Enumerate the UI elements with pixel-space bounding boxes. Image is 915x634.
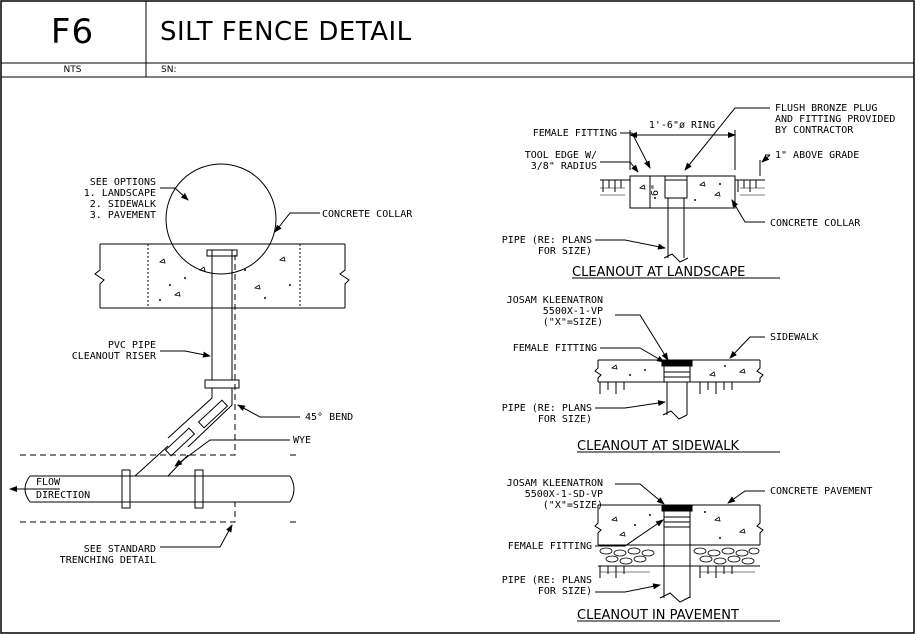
ring-dimension-label: 1'-6"ø RING — [649, 120, 715, 131]
plug-label-2: AND FITTING PROVIDED — [775, 114, 895, 125]
sidewalk-detail-labels: JOSAM KLEENATRON 5500X-1-VP ("X"=SIZE) F… — [502, 295, 818, 454]
see-options-line-3: 2. SIDEWALK — [90, 199, 156, 210]
sidewalk-title: CLEANOUT AT SIDEWALK — [577, 439, 740, 454]
sidewalk-cleanout-detail — [577, 314, 780, 453]
wye-label: WYE — [293, 435, 311, 446]
plug-label-1: FLUSH BRONZE PLUG — [775, 103, 877, 114]
pavement-josam-label-1: JOSAM KLEENATRON — [507, 478, 603, 489]
concrete-collar-label: CONCRETE COLLAR — [322, 209, 413, 220]
pavement-josam-label-2: 5500X-1-SD-VP — [525, 489, 603, 500]
detail-title: SILT FENCE DETAIL — [160, 17, 412, 47]
landscape-title: CLEANOUT AT LANDSCAPE — [572, 265, 745, 280]
sidewalk-pipe-label-2: FOR SIZE) — [538, 414, 592, 425]
cleanout-riser-label: CLEANOUT RISER — [72, 351, 157, 362]
sidewalk-josam-label-3: ("X"=SIZE) — [543, 317, 603, 328]
pvc-pipe-label: PVC PIPE — [108, 340, 156, 351]
left-cleanout-detail — [9, 163, 350, 548]
pavement-cleanout-detail — [577, 483, 780, 622]
see-options-line-4: 3. PAVEMENT — [90, 210, 156, 221]
sidewalk-pipe-label-1: PIPE (RE: PLANS — [502, 403, 592, 414]
tool-edge-label-2: 3/8" RADIUS — [531, 161, 597, 172]
pavement-detail-labels: JOSAM KLEENATRON 5500X-1-SD-VP ("X"=SIZE… — [502, 478, 873, 623]
tool-edge-label-1: TOOL EDGE W/ — [525, 150, 597, 161]
pavement-female-fitting-label: FEMALE FITTING — [508, 541, 592, 552]
pavement-title: CLEANOUT IN PAVEMENT — [577, 608, 739, 623]
left-detail-labels: SEE OPTIONS 1. LANDSCAPE 2. SIDEWALK 3. … — [36, 177, 413, 566]
depth-label: 6" — [650, 184, 661, 196]
see-options-line-2: 1. LANDSCAPE — [84, 188, 156, 199]
landscape-concrete-collar-label: CONCRETE COLLAR — [770, 218, 861, 229]
plug-label-3: BY CONTRACTOR — [775, 125, 854, 136]
trenching-label-2: TRENCHING DETAIL — [60, 555, 156, 566]
sidewalk-female-fitting-label: FEMALE FITTING — [513, 343, 597, 354]
landscape-cleanout-detail — [572, 107, 780, 279]
landscape-pipe-label-1: PIPE (RE: PLANS — [502, 235, 592, 246]
landscape-pipe-label-2: FOR SIZE) — [538, 246, 592, 257]
sidewalk-label: SIDEWALK — [770, 332, 818, 343]
pavement-pipe-label-1: PIPE (RE: PLANS — [502, 575, 592, 586]
landscape-female-fitting-label: FEMALE FITTING — [533, 128, 617, 139]
see-options-line-1: SEE OPTIONS — [90, 177, 156, 188]
landscape-detail-labels: FEMALE FITTING 1'-6"ø RING FLUSH BRONZE … — [502, 103, 896, 280]
flow-label: FLOW — [36, 477, 61, 488]
bend-label: 45° BEND — [305, 412, 353, 423]
above-grade-label: 1" ABOVE GRADE — [775, 150, 859, 161]
sidewalk-josam-label-1: JOSAM KLEENATRON — [507, 295, 603, 306]
detail-code: F6 — [50, 12, 95, 52]
direction-label: DIRECTION — [36, 490, 90, 501]
pavement-pipe-label-2: FOR SIZE) — [538, 586, 592, 597]
sidewalk-josam-label-2: 5500X-1-VP — [543, 306, 603, 317]
trenching-label-1: SEE STANDARD — [84, 544, 156, 555]
sn-label: SN: — [161, 65, 177, 75]
concrete-pavement-label: CONCRETE PAVEMENT — [770, 486, 872, 497]
pavement-josam-label-3: ("X"=SIZE) — [543, 500, 603, 511]
scale-label: NTS — [63, 65, 82, 75]
